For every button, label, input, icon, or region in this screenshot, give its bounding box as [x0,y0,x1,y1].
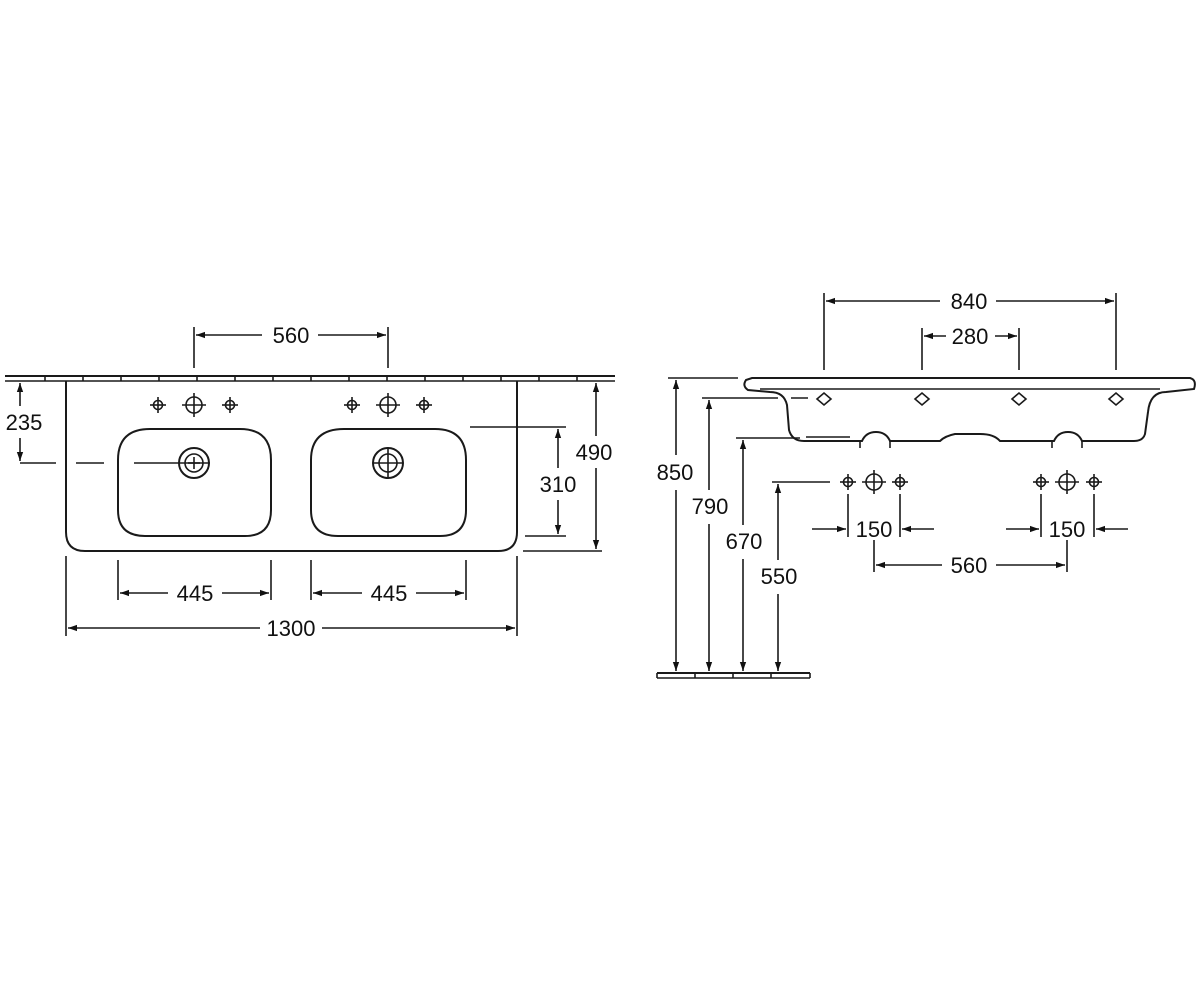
label-height-top: 850 [657,460,694,485]
label-height-waste: 550 [761,564,798,589]
dim-tap-hole-right: 150 [1006,494,1128,542]
label-bowl-width-right: 445 [371,581,408,606]
tap-holes-left [149,392,239,418]
dim-tap-spacing: 560 [193,323,389,368]
plan-wall-line [5,375,615,382]
label-fixing-spacing: 280 [952,324,989,349]
label-bowl-width-left: 445 [177,581,214,606]
dim-waste-spacing: 560 [873,540,1068,578]
dim-tap-hole-left: 150 [812,494,934,542]
plan-view: 560 235 310 490 [5,323,615,641]
label-waste-spacing: 560 [951,553,988,578]
label-total-depth: 490 [576,440,613,465]
tap-holes-right [343,392,433,418]
side-view: 840 280 850 [656,289,1196,679]
dim-total-width: 1300 [65,556,518,641]
bowl-left [117,428,272,537]
dim-total-depth: 490 [523,383,613,552]
label-tap-hole-left: 150 [856,517,893,542]
tap-holes-side-right [1032,469,1103,495]
dim-bowl-depth: 310 [470,426,577,537]
label-depth-to-tap: 235 [6,410,43,435]
dim-wall-width: 840 [823,289,1117,370]
tap-holes-side-left [839,469,909,495]
bowl-right [310,428,467,537]
dim-bowl-width-left: 445 [117,560,272,606]
label-bowl-depth: 310 [540,472,577,497]
dim-bowl-width-right: 445 [310,560,467,606]
dim-fixing-spacing: 280 [921,324,1020,370]
label-height-bowl-bottom: 670 [726,529,763,554]
floor-line [656,672,811,679]
label-tap-spacing: 560 [273,323,310,348]
label-wall-width: 840 [951,289,988,314]
label-tap-hole-right: 150 [1049,517,1086,542]
drain-right [372,447,404,479]
dim-height-bowl-bottom: 670 [726,437,800,671]
dim-height-waste: 550 [761,481,830,671]
basin-top-slab [743,377,1196,442]
dim-depth-to-tap: 235 [6,383,56,464]
label-height-underside: 790 [692,494,729,519]
label-total-width: 1300 [267,616,316,641]
fixing-points [815,391,1125,407]
basin-outline [65,381,518,552]
dim-height-underside: 790 [692,397,778,671]
dim-height-top: 850 [657,377,738,671]
